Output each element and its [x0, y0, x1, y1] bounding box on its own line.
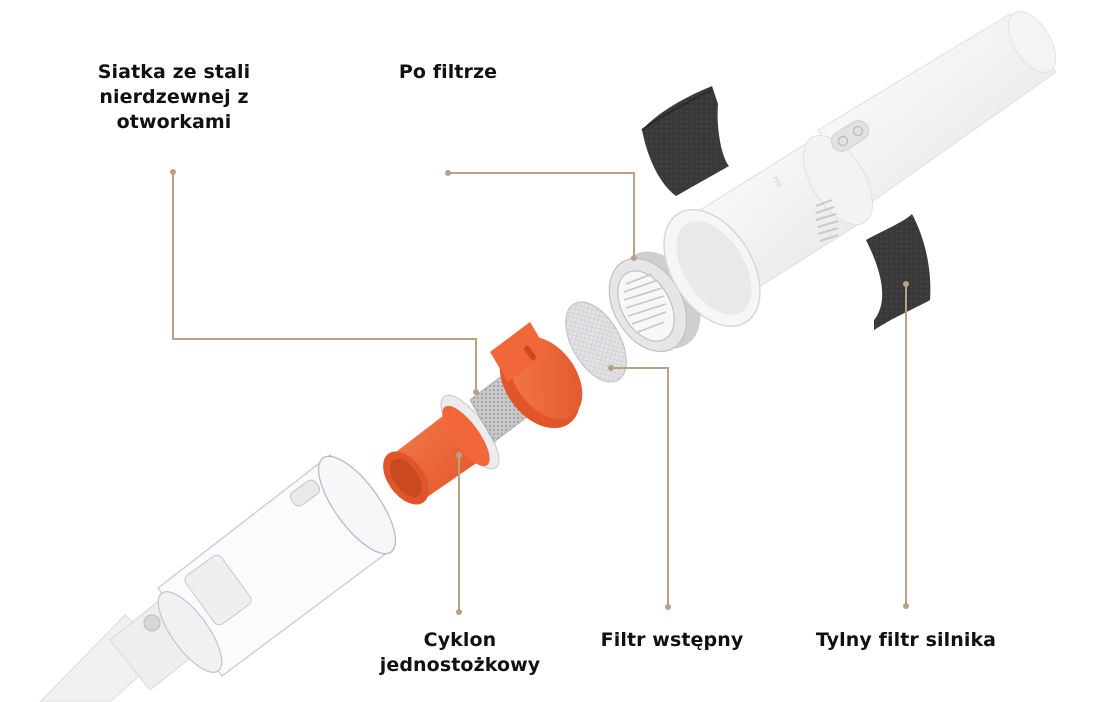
cyclone-top-cap: [490, 322, 583, 429]
label-line: Po filtrze: [398, 61, 498, 83]
leader-lines: [172, 172, 907, 612]
label-line: otworkami: [116, 111, 232, 133]
label-line: Filtr wstępny: [600, 629, 744, 651]
leader-line-pre-filter: [611, 367, 669, 607]
pre-filter-disc: [565, 301, 627, 383]
rear-foam-filter-bottom: [866, 214, 931, 330]
label-rear-motor-filter: Tylny filtr silnika: [808, 628, 1004, 653]
label-stainless-mesh: Siatka ze stali nierdzewnej z otworkami: [76, 60, 272, 135]
label-post-filter: Po filtrze: [380, 60, 516, 85]
rear-foam-filter-top: [641, 86, 729, 196]
label-line: Siatka ze stali: [97, 61, 251, 83]
leader-dots: [170, 169, 909, 615]
label-line: jednostożkowy: [379, 654, 541, 676]
label-line: nierdzewnej z: [99, 86, 249, 108]
brand-mark: mi: [769, 175, 783, 190]
label-line: Tylny filtr silnika: [815, 629, 997, 651]
motor-housing: mi: [663, 11, 1057, 327]
transparent-dust-bin: [143, 454, 397, 677]
leader-line-mesh: [172, 172, 477, 392]
label-cyclone: Cyklon jednostożkowy: [362, 628, 558, 678]
cyclone-cone: [383, 394, 500, 505]
label-pre-filter: Filtr wstępny: [582, 628, 762, 653]
leader-line-post-filter: [448, 172, 635, 258]
label-line: Cyklon: [423, 629, 497, 651]
